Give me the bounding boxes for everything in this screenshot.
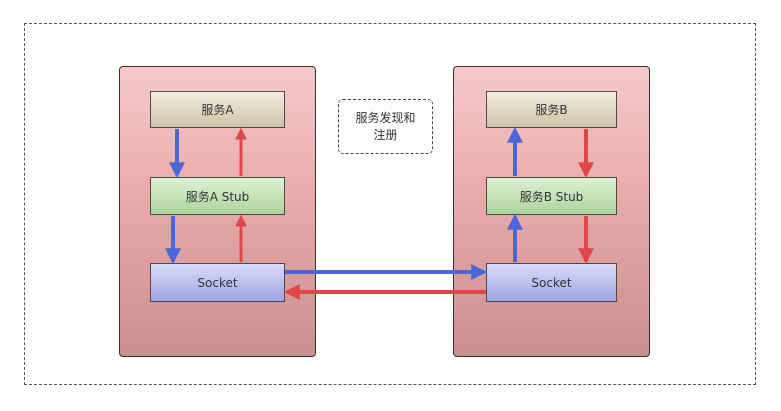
service-a-label: 服务A (201, 103, 234, 117)
socket-b-box: Socket (486, 263, 617, 302)
service-a-stub-label: 服务A Stub (185, 189, 250, 204)
socket-b-label: Socket (531, 275, 572, 290)
service-registry-box: 服务发现和注册 (338, 99, 433, 154)
socket-a-label: Socket (197, 275, 238, 290)
service-registry-label: 服务发现和注册 (355, 110, 416, 142)
socket-a-box: Socket (150, 263, 285, 302)
service-a-box: 服务A (150, 91, 285, 128)
system-boundary (24, 23, 756, 385)
service-b-label: 服务B (535, 103, 568, 117)
service-a-stub-box: 服务A Stub (150, 177, 285, 215)
service-b-stub-label: 服务B Stub (519, 189, 584, 204)
service-b-box: 服务B (486, 91, 617, 128)
service-b-stub-box: 服务B Stub (486, 177, 617, 215)
